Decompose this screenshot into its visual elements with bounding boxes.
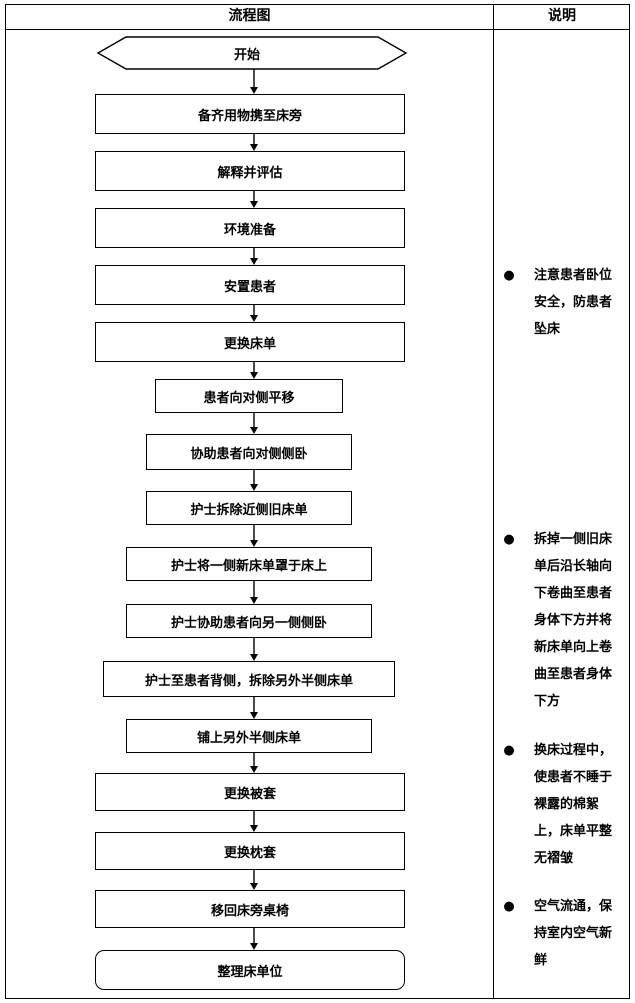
- arrow-head-icon: [250, 427, 258, 434]
- step-place-new-sheet: 护士将一侧新床单罩于床上: [126, 547, 372, 581]
- bullet-icon: ●: [503, 268, 515, 283]
- arrow-head-icon: [250, 540, 258, 547]
- step-change-sheet: 更换床单: [95, 322, 405, 362]
- arrow-head-icon: [250, 825, 258, 832]
- step-change-quilt-cover: 更换被套: [95, 773, 405, 811]
- arrow-head-icon: [250, 654, 258, 661]
- start-node: 开始: [233, 47, 260, 63]
- arrow-head-icon: [250, 315, 258, 322]
- step-remove-other-half: 护士至患者背侧，拆除另外半侧床单: [103, 661, 395, 697]
- arrow-head-icon: [250, 766, 258, 773]
- note-text: 拆掉一侧旧床单后沿长轴向下卷曲至患者身体下方并将新床单向上卷曲至患者身体下方: [534, 532, 613, 709]
- note-item: ● 空气流通，保持室内空气新鲜: [500, 893, 624, 977]
- arrow-head-icon: [250, 258, 258, 265]
- step-remove-near-sheet: 护士拆除近侧旧床单: [146, 491, 352, 525]
- arrow-head-icon: [250, 484, 258, 491]
- arrow-head-icon: [250, 372, 258, 379]
- flow-column-header: 流程图: [228, 8, 271, 24]
- note-text: 换床过程中，使患者不睡于裸露的棉絮上，床单平整无褶皱: [534, 743, 613, 866]
- arrow-head-icon: [250, 943, 258, 950]
- table-frame: [5, 4, 630, 999]
- note-column-header: 说明: [548, 8, 576, 24]
- step-lay-other-half: 铺上另外半侧床单: [126, 719, 372, 753]
- step-turn-other-side: 护士协助患者向另一侧侧卧: [126, 604, 372, 638]
- arrow-head-icon: [250, 87, 258, 94]
- bullet-icon: ●: [503, 532, 515, 547]
- step-gather-supplies: 备齐用物携至床旁: [95, 94, 405, 134]
- end-node: 整理床单位: [95, 950, 405, 990]
- table-grid: [5, 4, 630, 999]
- step-explain-assess: 解释并评估: [95, 151, 405, 191]
- flow-connectors: [250, 69, 258, 950]
- bullet-icon: ●: [503, 743, 515, 758]
- step-turn-patient: 协助患者向对侧侧卧: [146, 434, 352, 470]
- arrow-head-icon: [250, 883, 258, 890]
- note-item: ● 拆掉一侧旧床单后沿长轴向下卷曲至患者身体下方并将新床单向上卷曲至患者身体下方: [500, 526, 624, 746]
- step-position-patient: 安置患者: [95, 265, 405, 305]
- note-item: ● 注意患者卧位安全，防患者坠床: [500, 262, 624, 346]
- arrow-head-icon: [250, 597, 258, 604]
- bullet-icon: ●: [503, 899, 515, 914]
- note-text: 空气流通，保持室内空气新鲜: [534, 899, 613, 968]
- arrow-head-icon: [250, 201, 258, 208]
- arrow-head-icon: [250, 712, 258, 719]
- step-environment: 环境准备: [95, 208, 405, 248]
- start-hexagon: [96, 36, 408, 70]
- step-change-pillowcase: 更换枕套: [95, 832, 405, 870]
- note-text: 注意患者卧位安全，防患者坠床: [534, 268, 613, 337]
- step-move-patient: 患者向对侧平移: [155, 379, 343, 413]
- arrow-head-icon: [250, 144, 258, 151]
- step-return-furniture: 移回床旁桌椅: [95, 890, 405, 928]
- note-item: ● 换床过程中，使患者不睡于裸露的棉絮上，床单平整无褶皱: [500, 737, 624, 867]
